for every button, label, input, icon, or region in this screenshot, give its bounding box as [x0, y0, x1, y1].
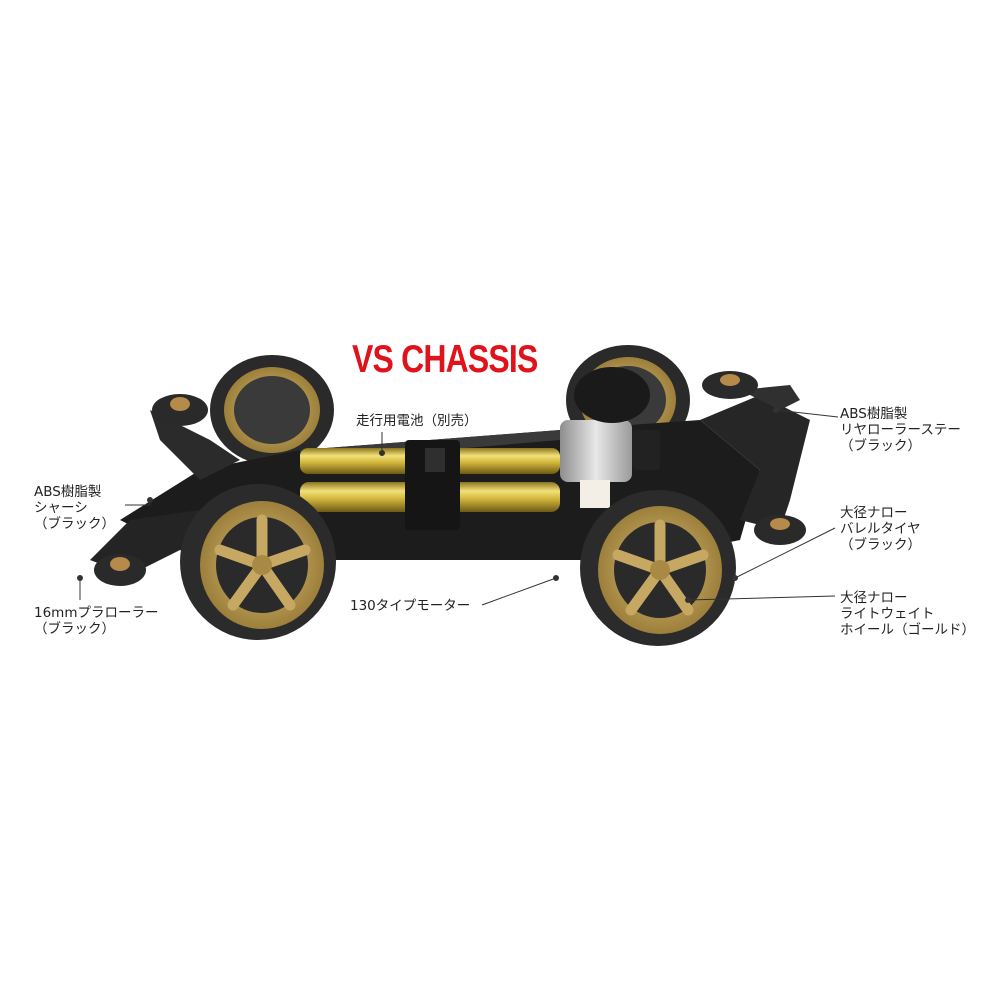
- rear-top-roller: [702, 371, 758, 399]
- rear-left-wheel: [210, 355, 334, 465]
- callout-line: （ブラック）: [840, 438, 921, 454]
- motor-callout: 130タイプモーター: [350, 598, 470, 614]
- chassis-callout: ABS樹脂製 シャーシ （ブラック）: [34, 484, 115, 532]
- callout-line: バレルタイヤ: [840, 521, 921, 537]
- callout-line: 大径ナロー: [840, 505, 908, 521]
- callout-line: ホイール（ゴールド）: [840, 622, 975, 638]
- battery-callout: 走行用電池（別売）: [356, 413, 478, 429]
- callout-line: （ブラック）: [840, 537, 921, 553]
- callout-line: シャーシ: [34, 500, 88, 516]
- front-bottom-roller: [94, 554, 146, 586]
- front-right-wheel: [580, 490, 736, 646]
- battery-pack: [300, 440, 560, 530]
- callout-line: （ブラック）: [34, 621, 115, 637]
- front-left-wheel: [180, 484, 336, 640]
- callout-line: （ブラック）: [34, 516, 115, 532]
- callout-line: リヤローラーステー: [840, 422, 961, 438]
- wheel-callout: 大径ナロー ライトウェイト ホイール（ゴールド）: [840, 590, 975, 638]
- callout-line: 130タイプモーター: [350, 598, 471, 614]
- callout-line: 走行用電池（別売）: [356, 413, 478, 429]
- callout-line: 16mmプラローラー: [34, 605, 159, 621]
- roller-callout: 16mmプラローラー （ブラック）: [34, 605, 158, 637]
- callout-line: 大径ナロー: [840, 590, 908, 606]
- callout-line: ABS樹脂製: [34, 484, 102, 500]
- callout-line: ライトウェイト: [840, 606, 935, 622]
- motor: [560, 367, 660, 508]
- callout-line: ABS樹脂製: [840, 406, 908, 422]
- rear-stay-callout: ABS樹脂製 リヤローラーステー （ブラック）: [840, 406, 961, 454]
- callout-leader-lines: [77, 407, 839, 606]
- tire-callout: 大径ナロー バレルタイヤ （ブラック）: [840, 505, 921, 553]
- rear-bottom-roller: [754, 515, 806, 545]
- front-left-roller: [152, 394, 208, 426]
- chassis-title: VS CHASSIS: [352, 338, 538, 381]
